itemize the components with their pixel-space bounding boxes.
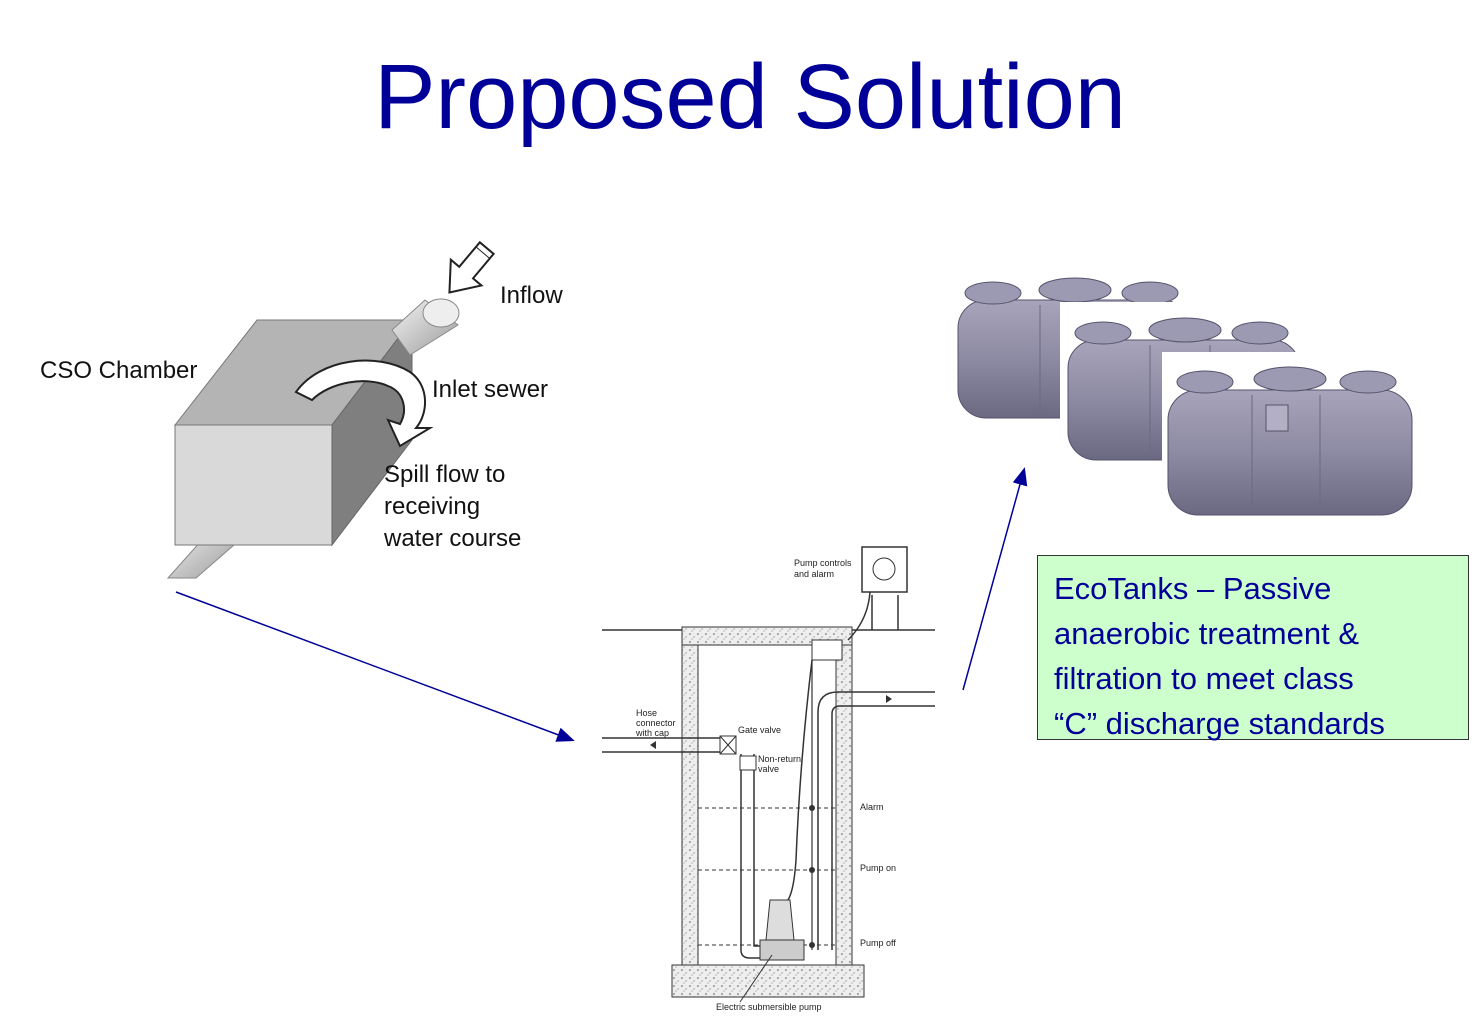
- spill-flow-label-line2: receiving: [384, 493, 480, 520]
- pump-control-panel: [861, 546, 908, 593]
- alarm-float: [809, 805, 815, 811]
- pump-power-cable: [787, 659, 813, 901]
- ecotank-3: [1162, 352, 1417, 532]
- hose-connector-label-line3: with cap: [635, 728, 669, 738]
- arrow-cso-to-pump: [175, 591, 575, 742]
- spill-flow-label-line3: water course: [383, 525, 521, 552]
- pump-label-leader: [739, 954, 773, 1003]
- pump-on-label: Pump on: [860, 863, 896, 873]
- pump-base: [759, 939, 805, 961]
- inflow-label: Inflow: [500, 282, 563, 309]
- submersible-pump-label: Electric submersible pump: [716, 1002, 822, 1012]
- non-return-valve-symbol: [739, 755, 757, 771]
- ecotanks-line-3: filtration to meet class: [1054, 661, 1354, 696]
- inlet-pipe-end: [422, 298, 460, 328]
- non-return-valve-label-line2: valve: [758, 764, 779, 774]
- alarm-label: Alarm: [860, 802, 884, 812]
- rising-main-pipe: [740, 754, 768, 959]
- hose-connector-label-line1: Hose: [636, 708, 657, 718]
- chamber-base-slab: [671, 964, 865, 998]
- control-panel-dial: [872, 557, 896, 581]
- chamber-right-wall: [835, 644, 853, 968]
- control-cable: [847, 591, 871, 641]
- pump-off-label: Pump off: [860, 938, 896, 948]
- non-return-valve-label-line1: Non-return: [758, 754, 801, 764]
- inflow-arrow: [448, 240, 496, 294]
- spill-flow-label-line1: Spill flow to: [384, 461, 505, 488]
- hose-connector-label-line2: connector: [636, 718, 676, 728]
- pump-controls-label-line1: Pump controls: [794, 558, 852, 568]
- pump-controls-label-line2: and alarm: [794, 569, 834, 579]
- ecotanks-description-box: EcoTanks – Passive anaerobic treatment &…: [1037, 555, 1469, 741]
- outlet-pipe: [817, 691, 935, 950]
- spill-flow-arrow: [294, 359, 434, 448]
- ecotanks-line-4: “C” discharge standards: [1054, 706, 1385, 741]
- outlet-flow-marker: [886, 695, 892, 703]
- inlet-sewer-label: Inlet sewer: [432, 376, 548, 403]
- gate-valve-cross-2: [719, 735, 737, 755]
- arrow-pump-to-tanks: [962, 467, 1028, 691]
- chamber-front-face: [174, 424, 333, 546]
- cable-junction-box: [811, 639, 843, 661]
- slide-title: Proposed Solution: [374, 46, 1126, 148]
- pump-station-drawing: Pump controls and alarm Hose connector w…: [602, 546, 935, 1012]
- submersible-pump: [765, 899, 795, 941]
- ecotanks-line-1: EcoTanks – Passive: [1054, 571, 1332, 606]
- ecotank-images: [950, 262, 1417, 532]
- chamber-left-wall: [681, 644, 699, 968]
- ecotanks-line-2: anaerobic treatment &: [1054, 616, 1360, 651]
- pump-on-float: [809, 867, 815, 873]
- cso-chamber-illustration: CSO Chamber Inflow Inlet sewer Spill flo…: [40, 240, 563, 579]
- inlet-flow-marker: [650, 741, 656, 749]
- gate-valve-label: Gate valve: [738, 725, 781, 735]
- pump-off-float: [809, 942, 815, 948]
- cso-chamber-label: CSO Chamber: [40, 357, 197, 384]
